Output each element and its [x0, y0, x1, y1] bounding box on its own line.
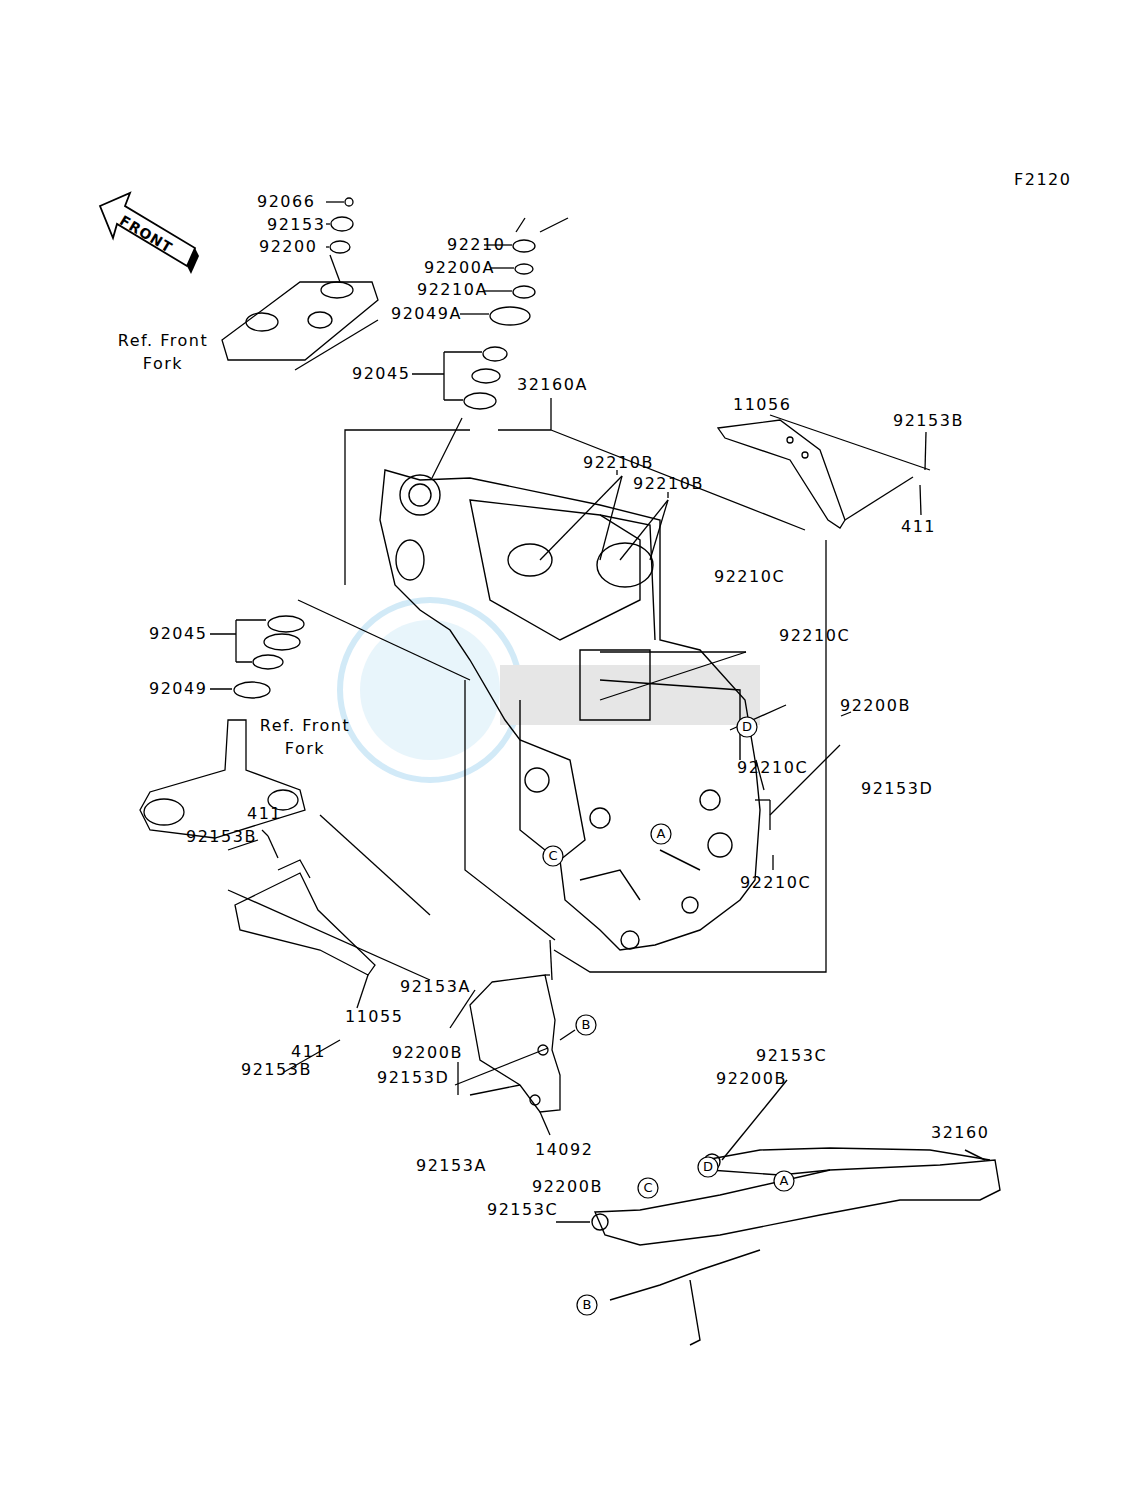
main-frame — [380, 470, 760, 950]
callout-number: 92153B — [241, 1060, 312, 1080]
callout-number: 92200B — [532, 1177, 603, 1197]
callout-number: 92210B — [633, 474, 704, 494]
reference-letter: D — [736, 716, 758, 738]
callout-number: 92200 — [259, 237, 317, 257]
callout-number: 411 — [901, 517, 936, 537]
callout-number: 92045 — [352, 364, 410, 384]
direction-arrow: FRONT — [95, 188, 200, 286]
reference-circle: C — [637, 1177, 659, 1199]
reference-circle: A — [650, 823, 672, 845]
reference-circle: D — [697, 1156, 719, 1178]
callout-number: 92049 — [149, 679, 207, 699]
upper-clamp — [222, 255, 378, 370]
reference-letter: B — [576, 1294, 598, 1316]
callout-number: 92153C — [487, 1200, 558, 1220]
reference-letter: C — [637, 1177, 659, 1199]
callout-number: 11055 — [345, 1007, 403, 1027]
subframe-32160 — [556, 1080, 1000, 1345]
callout-number: 411 — [291, 1042, 326, 1062]
reference-circle: B — [575, 1014, 597, 1036]
callout-number: 92066 — [257, 192, 315, 212]
reference-circle: A — [773, 1170, 795, 1192]
callout-number: 92210C — [737, 758, 808, 778]
reference-circle: C — [542, 845, 564, 867]
callout-number: 11056 — [733, 395, 791, 415]
lower-clamp — [140, 720, 305, 838]
stem-nut-stack — [326, 198, 568, 478]
callout-number: 92200B — [392, 1043, 463, 1063]
reference-letter: C — [542, 845, 564, 867]
reference-letter: A — [650, 823, 672, 845]
bracket-11055 — [228, 815, 430, 1072]
reference-letter: D — [697, 1156, 719, 1178]
callout-number: 92210 — [447, 235, 505, 255]
lower-stem-bearings — [210, 600, 470, 698]
bracket-14092 — [450, 940, 575, 1135]
callout-number: 14092 — [535, 1140, 593, 1160]
callout-number: 92049A — [391, 304, 462, 324]
callout-number: 32160A — [517, 375, 588, 395]
watermark-logo — [340, 600, 760, 780]
reference-letter: A — [773, 1170, 795, 1192]
callout-number: 411 — [247, 804, 282, 824]
bracket-11056 — [718, 415, 930, 528]
callout-number: 92210A — [417, 280, 488, 300]
callout-number: 92153C — [756, 1046, 827, 1066]
reference-note: Ref. Front Fork — [103, 329, 223, 375]
callout-number: 92153D — [377, 1068, 449, 1088]
callout-number: 92200A — [424, 258, 495, 278]
callout-number: 92153B — [893, 411, 964, 431]
callout-number: 92153B — [186, 827, 257, 847]
callout-number: 92200B — [840, 696, 911, 716]
callout-number: 32160 — [931, 1123, 989, 1143]
frame-bracket — [345, 398, 826, 972]
callout-number: F2120 — [1014, 170, 1071, 190]
callout-number: 92153A — [416, 1156, 487, 1176]
callout-number: 92210B — [583, 453, 654, 473]
callout-number: 92210C — [714, 567, 785, 587]
reference-letter: B — [575, 1014, 597, 1036]
callout-number: 92045 — [149, 624, 207, 644]
callout-number: 92153D — [861, 779, 933, 799]
callout-number: 92210C — [740, 873, 811, 893]
reference-note: Ref. Front Fork — [245, 714, 365, 760]
callout-number: 92200B — [716, 1069, 787, 1089]
leader-lines — [540, 470, 851, 870]
reference-circle: D — [736, 716, 758, 738]
callout-number: 92210C — [779, 626, 850, 646]
callout-number: 92153 — [267, 215, 325, 235]
reference-circle: B — [576, 1294, 598, 1316]
callout-number: 92153A — [400, 977, 471, 997]
